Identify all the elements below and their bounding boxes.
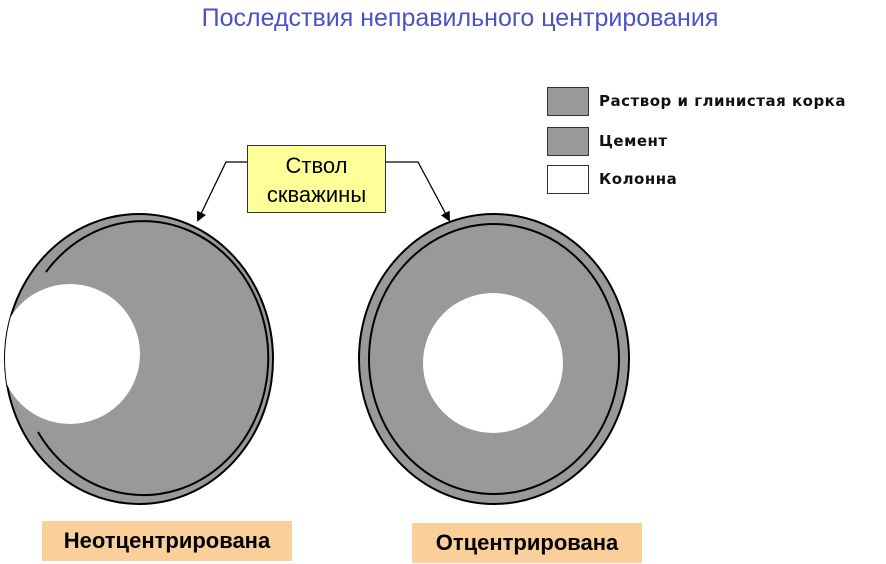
legend-item-cement: Цемент: [547, 126, 668, 156]
label-uncentered: Неотцентрирована: [42, 521, 292, 561]
well-centered: [358, 213, 630, 505]
mud-cake-line-uncentered: [37, 220, 270, 497]
wellbore-callout: Ствол скважины: [247, 145, 386, 213]
legend-item-casing: Колонна: [547, 164, 677, 194]
legend-item-mud-cake: Раствор и глинистая корка: [547, 86, 846, 116]
legend-label-mud-cake: Раствор и глинистая корка: [599, 92, 846, 110]
legend-label-cement: Цемент: [599, 132, 668, 150]
well-uncentered: [4, 213, 274, 505]
callout-line-2: скважины: [266, 182, 367, 207]
casing-centered: [423, 293, 563, 433]
page-title: Последствия неправильного центрирования: [201, 4, 719, 32]
callout-arrow-right: [383, 161, 450, 222]
casing-uncentered: [5, 284, 140, 424]
label-centered: Отцентрирована: [412, 523, 642, 563]
legend-swatch-mud-cake: [547, 86, 589, 116]
legend-swatch-cement: [547, 126, 589, 156]
callout-line-1: Ствол: [285, 153, 348, 178]
mud-cake-line-centered: [368, 223, 620, 495]
legend-swatch-casing: [547, 164, 589, 194]
legend-label-casing: Колонна: [599, 170, 678, 188]
